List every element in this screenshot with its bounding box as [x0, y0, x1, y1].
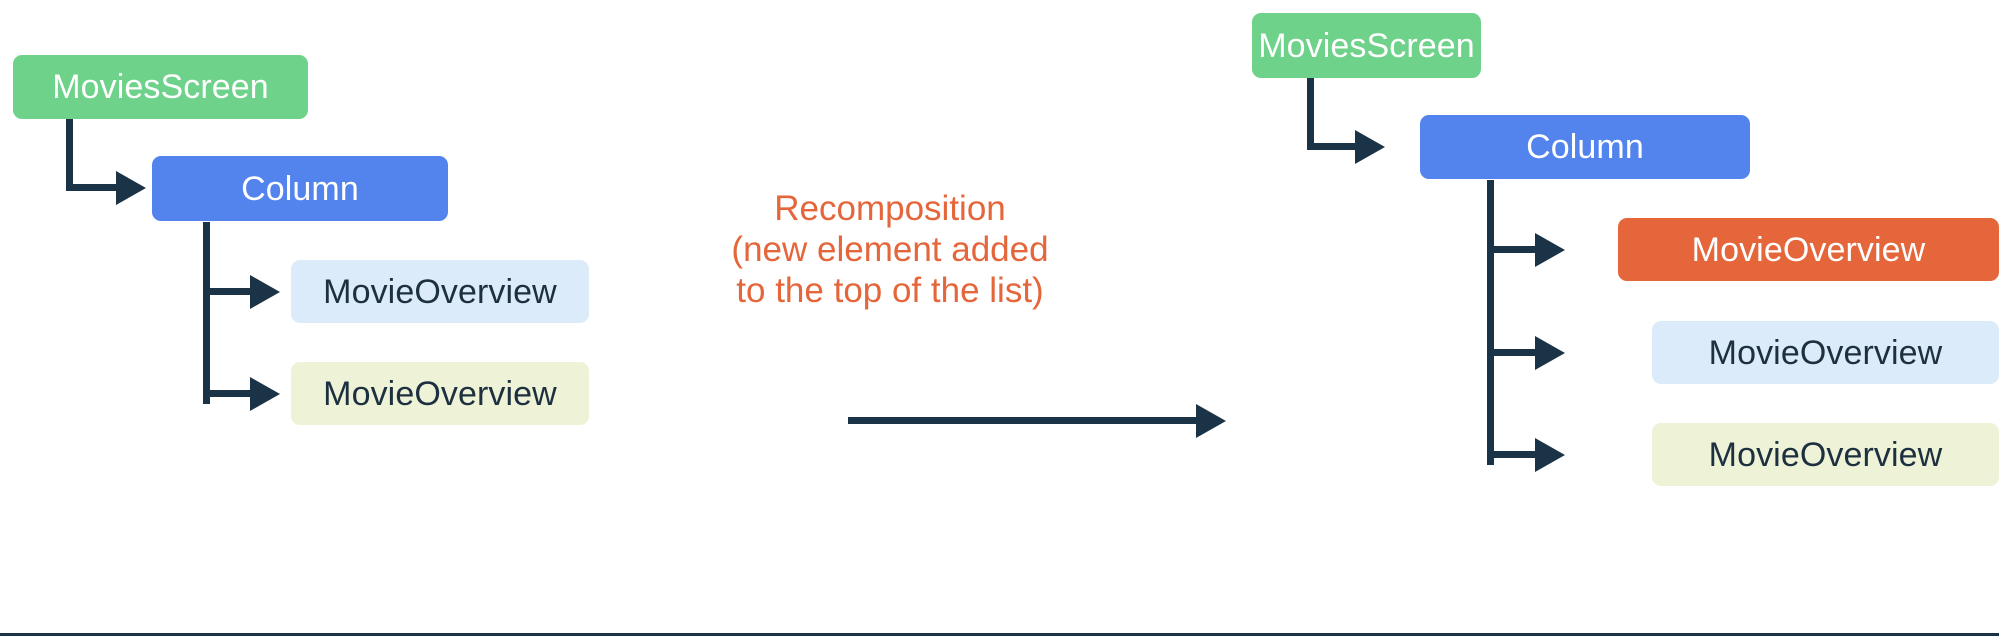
before-column-spine — [203, 222, 210, 404]
after-movie-overview-node-3: MovieOverview — [1652, 423, 1999, 486]
before-movie-overview-node-1: MovieOverview — [291, 260, 589, 323]
after-branch-3-arrow-icon — [1535, 438, 1565, 472]
bottom-divider — [0, 633, 1999, 636]
transition-arrow-icon — [1196, 404, 1226, 438]
before-elbow-horizontal — [66, 184, 124, 191]
after-branch-3-horizontal — [1487, 451, 1543, 458]
after-movies-screen-node: MoviesScreen — [1252, 13, 1481, 78]
before-elbow-vertical — [66, 119, 73, 191]
after-column-spine — [1487, 180, 1494, 465]
before-branch-2-horizontal — [203, 390, 258, 397]
after-elbow-arrow-icon — [1355, 130, 1385, 164]
recomposition-label-line-3: to the top of the list) — [736, 271, 1044, 310]
before-branch-1-horizontal — [203, 288, 258, 295]
after-column-node: Column — [1420, 115, 1750, 179]
before-column-node: Column — [152, 156, 448, 221]
after-branch-1-arrow-icon — [1535, 233, 1565, 267]
recomposition-label-line-1: Recomposition — [774, 189, 1006, 228]
recomposition-label-line-2: (new element added — [731, 230, 1049, 269]
before-branch-2-arrow-icon — [250, 377, 280, 411]
after-branch-1-horizontal — [1487, 246, 1543, 253]
before-branch-1-arrow-icon — [250, 275, 280, 309]
before-movies-screen-node: MoviesScreen — [13, 55, 308, 119]
after-movie-overview-node-1: MovieOverview — [1618, 218, 1999, 281]
before-movie-overview-node-2: MovieOverview — [291, 362, 589, 425]
transition-arrow-shaft — [848, 417, 1203, 424]
after-branch-2-arrow-icon — [1535, 336, 1565, 370]
after-elbow-vertical — [1307, 78, 1314, 150]
before-elbow-arrow-icon — [116, 171, 146, 205]
after-movie-overview-node-2: MovieOverview — [1652, 321, 1999, 384]
after-branch-2-horizontal — [1487, 349, 1543, 356]
after-elbow-horizontal — [1307, 143, 1363, 150]
